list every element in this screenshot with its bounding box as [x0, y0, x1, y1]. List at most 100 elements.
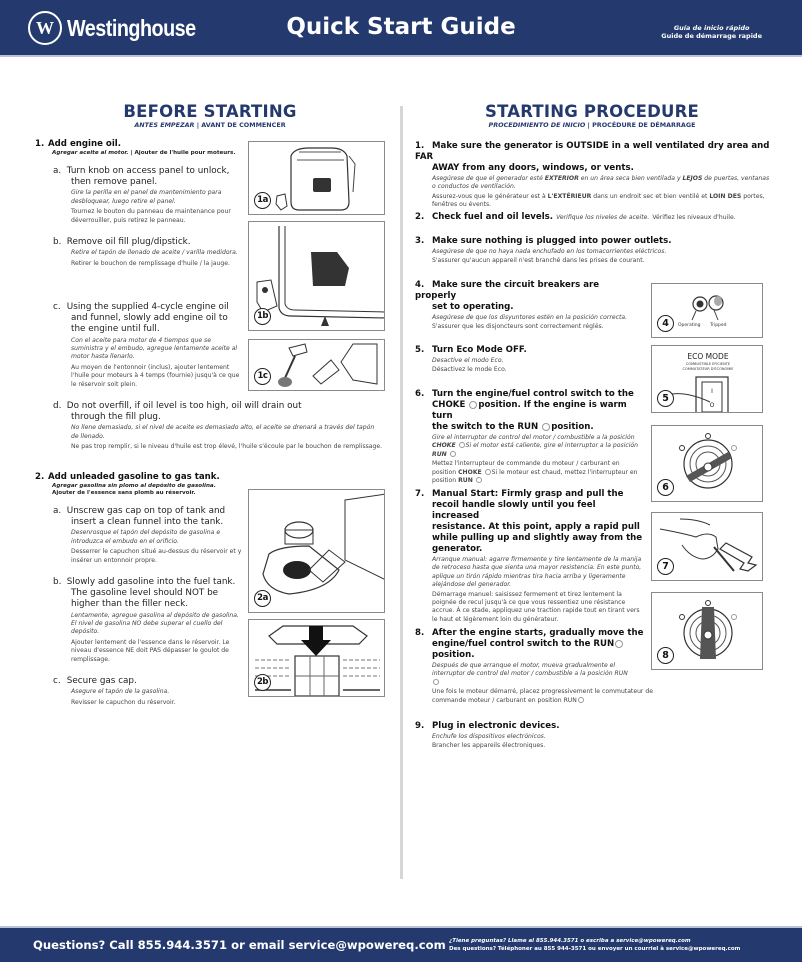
start-step-3: 3.Make sure nothing is plugged into powe… [415, 236, 770, 266]
figure-badge: 1a [254, 192, 271, 209]
footer-contact-es: ¿Tiene preguntas? Llame al 855.944.3571 … [449, 938, 691, 944]
header-bar: W Westinghouse Quick Start Guide Guía de… [0, 0, 802, 57]
step-number: 7. [415, 489, 425, 499]
step-number: 2. [35, 472, 45, 482]
separator: | [587, 121, 590, 129]
separator: | [196, 121, 200, 129]
starting-procedure-subtitle: PROCEDIMIENTO DE INICIO | PROCÉDURE DE D… [402, 121, 782, 129]
switch-off-mark: O [710, 402, 715, 409]
choke-dial-icon [679, 433, 737, 489]
starting-subtitle-es: PROCEDIMIENTO DE INICIO [488, 121, 586, 129]
start-step-1: 1.Make sure the generator is OUTSIDE in … [415, 141, 770, 210]
item-es: Desenrosque el tapón del depósito de gas… [71, 529, 221, 545]
item-letter: a. [53, 166, 62, 176]
figure-4-circuit-breakers: Operating Tripped 4 [651, 283, 763, 338]
fuel-funnel-icon [262, 493, 384, 595]
item-letter: b. [53, 577, 62, 587]
step-heading: Add unleaded gasoline to gas tank. [48, 472, 220, 482]
item-text-cont: The gasoline level should NOT be [71, 588, 219, 599]
westinghouse-logo: W Westinghouse [28, 11, 217, 45]
step-number: 2. [415, 212, 425, 222]
before-step-1: 1.Add engine oil. Agregar aceite al moto… [35, 139, 265, 157]
step-heading: Make sure the generator is OUTSIDE in a … [415, 141, 770, 162]
before-step-1d: d. Do not overfill, if oil level is too … [53, 401, 383, 452]
choke-symbol-icon [484, 468, 491, 475]
eco-line-fr: COMMUTATEUR D'ÉCONOMIE [683, 366, 734, 371]
step-fr: Démarrage manuel: saisissez fermement et… [432, 590, 640, 623]
item-fr: Tournez le bouton du panneau de maintena… [71, 208, 231, 224]
step-es: Asegúrese de que el generador esté EXTER… [432, 175, 770, 191]
start-step-2: 2.Check fuel and oil levels. Verifique l… [415, 212, 785, 223]
step-es: Asegúrese de que los disyuntores estén e… [432, 314, 628, 321]
step-sub-fr: | Ajouter de l'huile pour moteurs. [130, 149, 236, 156]
before-step-1a: a. Turn knob on access panel to unlock,t… [53, 166, 243, 225]
step-heading: Manual Start: Firmly grasp and pull the [432, 489, 624, 499]
step-number: 5. [415, 345, 425, 355]
item-text: Slowly add gasoline into the fuel tank. [66, 577, 236, 587]
choke-symbol-icon [458, 442, 465, 449]
before-step-2c: c. Secure gas cap. Asegure el tapón de l… [53, 676, 243, 707]
step-es: Después de que arranque el motor, mueva … [415, 662, 630, 687]
before-step-2b: b. Slowly add gasoline into the fuel tan… [53, 577, 243, 664]
run-symbol-icon [433, 678, 439, 685]
footer-contact-fr: Des questions? Téléphoner au 855 944-357… [449, 946, 741, 952]
step-sub-es: Agregar gasolina sin plomo al depósito d… [52, 482, 216, 489]
item-text-cont: through the fill plug. [71, 412, 161, 423]
step-number: 6. [415, 389, 425, 399]
item-letter: d. [53, 401, 62, 411]
step-fr: Désactivez le mode Eco. [432, 366, 507, 374]
step-sub-es: Agregar aceite al motor. [52, 149, 129, 156]
item-es: Retire el tapón de llenado de aceite / v… [71, 249, 238, 257]
footer-bar: Questions? Call 855.944.3571 or email se… [0, 926, 802, 962]
item-fr: Retirer le bouchon de remplissage d'huil… [71, 259, 230, 267]
item-es: Lentamente, agregue gasolina al depósito… [71, 611, 239, 636]
step-heading: Add engine oil. [48, 139, 121, 149]
step-sub-fr: Ajouter de l'essence sans plomb au réser… [52, 489, 196, 496]
item-fr: Ajouter lentement de l'essence dans le r… [71, 638, 230, 663]
item-fr: Ne pas trop remplir, si le niveau d'huil… [71, 443, 383, 451]
start-step-7: 7. Manual Start: Firmly grasp and pull th… [415, 489, 643, 623]
figure-1b-oil-plug: 1b [248, 221, 385, 331]
before-step-1b: b. Remove oil fill plug/dipstick. Retire… [53, 237, 243, 268]
run-symbol-icon [577, 696, 584, 703]
start-step-9: 9.Plug in electronic devices. Enchufe lo… [415, 721, 685, 751]
item-text: Unscrew gas cap on top of tank and [66, 506, 226, 516]
start-step-4: 4.Make sure the circuit breakers are pro… [415, 280, 640, 332]
item-letter: b. [53, 237, 62, 247]
step-es: Enchufe los dispositivos electrónicos. [432, 733, 546, 740]
item-fr: Desserrer le capuchon situé au-dessus du… [71, 548, 242, 564]
step-fr: Brancher les appareils électroniques. [432, 742, 546, 750]
item-text-cont: higher than the filler neck. [71, 599, 188, 610]
step-heading-cont: position. [432, 650, 475, 660]
logo-w-icon: W [28, 11, 62, 45]
item-text: Secure gas cap. [66, 676, 137, 686]
step-number: 4. [415, 280, 425, 290]
item-fr: Revisser le capuchon du réservoir. [71, 698, 176, 706]
step-heading-cont: set to operating. [432, 302, 514, 312]
step-heading: Make sure the circuit breakers are prope… [415, 280, 600, 301]
item-text: Turn knob on access panel to unlock, [66, 166, 230, 176]
run-symbol-icon [542, 422, 551, 431]
page-subtitle: Guía de inicio rápido Guide de démarrage… [661, 24, 762, 40]
item-fr: Au moyen de l'entonnoir (inclus), ajoute… [71, 363, 240, 388]
item-es: Gire la perilla en el panel de mantenimi… [71, 189, 222, 205]
starting-procedure-heading: STARTING PROCEDURE PROCEDIMIENTO DE INIC… [402, 102, 782, 129]
before-step-2: 2.Add unleaded gasoline to gas tank. Agr… [35, 472, 265, 497]
step-heading-cont: CHOKE position. If the engine is warm tu… [432, 400, 627, 421]
item-text-cont: and funnel, slowly add engine oil to [71, 313, 228, 324]
starting-procedure-title: STARTING PROCEDURE [485, 102, 699, 121]
before-subtitle-es: ANTES EMPEZAR [134, 121, 195, 129]
step-fr: Assurez-vous que le générateur est à L'E… [432, 192, 765, 209]
item-text-cont: then remove panel. [71, 177, 158, 188]
before-starting-title: BEFORE STARTING [123, 102, 297, 121]
eco-line-es: COMBUSTIBLE EFICIENTE [686, 362, 730, 366]
start-step-8: 8.After the engine starts, gradually mov… [415, 628, 685, 705]
figure-badge: 1b [254, 308, 271, 325]
run-symbol-icon [615, 639, 624, 648]
step-number: 1. [415, 141, 425, 151]
generator-illustration-icon [275, 147, 356, 211]
step-number: 8. [415, 628, 425, 638]
item-es: Asegure el tapón de la gasolina. [71, 688, 170, 696]
figure-1a-generator: 1a [248, 141, 385, 215]
